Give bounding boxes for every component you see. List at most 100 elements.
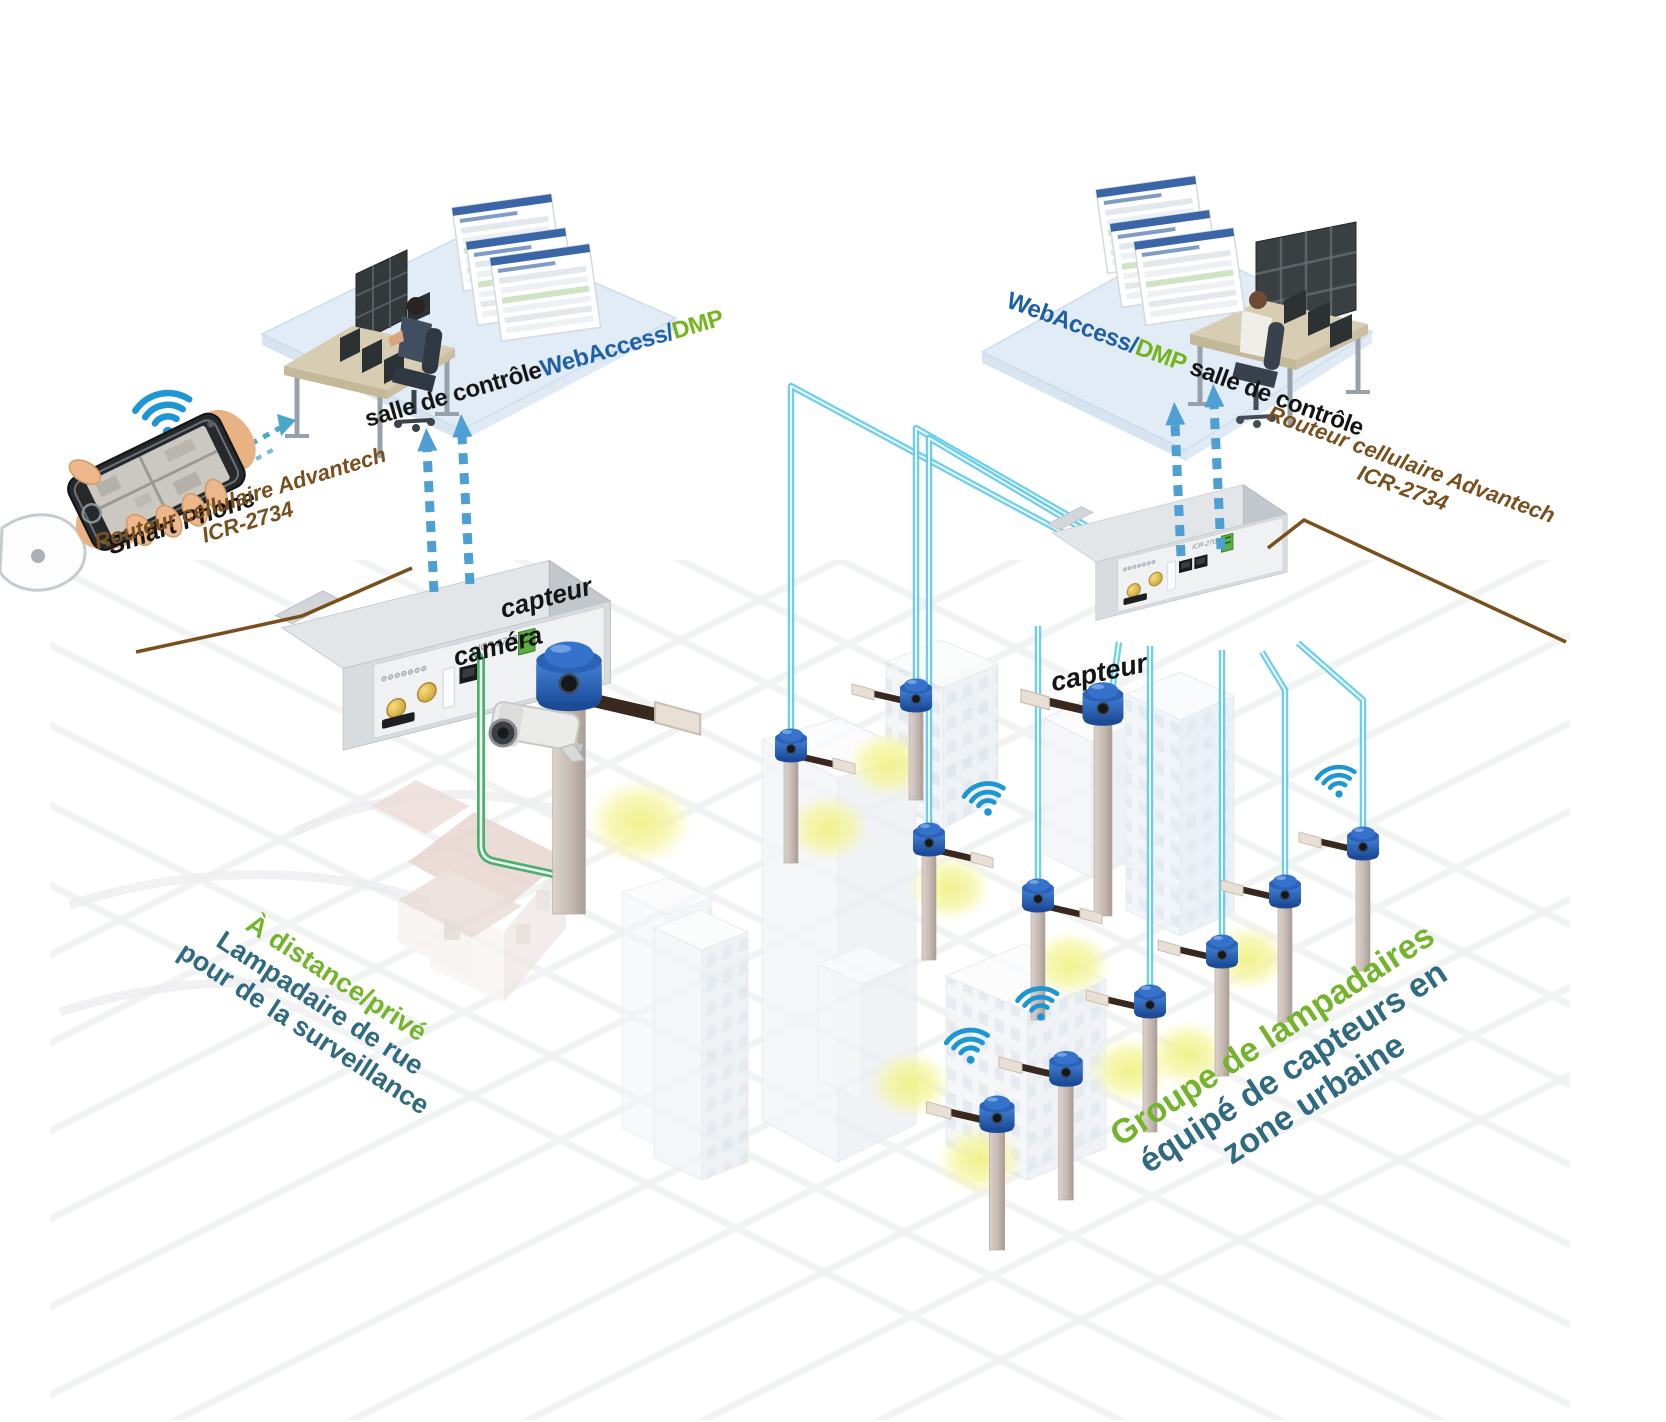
sensor-lens <box>558 673 580 695</box>
led <box>387 674 394 680</box>
uplink-arrow <box>1170 423 1186 557</box>
sim-slot <box>442 666 455 710</box>
sensor-lens <box>1279 889 1291 901</box>
pole <box>1058 1081 1074 1201</box>
light-glow <box>585 777 695 867</box>
lamp-head <box>654 700 702 737</box>
lamp-head <box>1157 939 1181 957</box>
wifi-icon <box>943 1027 991 1064</box>
wifi-icon <box>1314 764 1357 798</box>
lamp-head <box>970 851 994 869</box>
street <box>696 983 1570 1420</box>
street <box>50 560 848 959</box>
lamp-post <box>1022 878 1103 1021</box>
cctv-camera <box>488 701 586 763</box>
lamp-post <box>913 822 994 961</box>
sensor-icon <box>775 728 807 763</box>
app-window <box>489 243 602 343</box>
lamp-post <box>1220 874 1301 1023</box>
smartphone <box>0 409 256 592</box>
router-left-pointer <box>135 566 413 654</box>
light-glow <box>868 1050 952 1118</box>
arrow-head <box>452 414 473 438</box>
sensor-lens <box>1144 999 1156 1011</box>
arrow-head <box>1204 384 1225 408</box>
brand-plate <box>381 712 415 729</box>
sensor-lens <box>785 743 797 755</box>
sensor-icon <box>1049 1051 1083 1087</box>
street <box>50 881 1128 1420</box>
sensor-lens <box>1032 893 1044 905</box>
front-panel: ICR-2700 <box>373 606 605 739</box>
router-right-pointer <box>1266 517 1567 644</box>
app-window <box>1133 227 1246 327</box>
uplink-arrow <box>422 449 439 593</box>
sensor-cable-core <box>790 385 1089 757</box>
lamp-head <box>832 757 856 775</box>
cellular-router: ICR-2700 <box>1046 483 1288 621</box>
cellular-router: ICR-2700 <box>274 559 612 751</box>
light-glow <box>935 1124 1025 1196</box>
pole <box>1030 907 1046 1021</box>
sensor-lens <box>910 693 922 705</box>
led <box>381 675 387 682</box>
led <box>1146 561 1151 566</box>
led <box>1132 564 1137 569</box>
pole <box>989 1127 1005 1251</box>
street <box>832 560 1570 929</box>
sensor-icon <box>1022 878 1054 913</box>
control-room-right <box>980 221 1374 461</box>
lamp-head <box>1020 688 1050 711</box>
sensor-icon <box>913 822 945 857</box>
uplink-arrow <box>457 435 475 585</box>
wifi-icon <box>961 781 1006 816</box>
lamp-head <box>1085 989 1109 1007</box>
uplink-arrows <box>417 384 1226 593</box>
sensor-icon <box>1347 826 1379 861</box>
wifi-icon <box>1015 986 1060 1021</box>
lamp-post <box>1157 934 1238 1077</box>
sensor-lens <box>991 1112 1003 1124</box>
sensor-lens <box>1357 841 1369 853</box>
pole <box>921 851 937 961</box>
sensor-cable-core <box>1261 651 1286 902</box>
lamp-post <box>775 728 856 864</box>
uplink-arrow <box>1209 405 1226 550</box>
antenna-connector <box>416 682 437 703</box>
sensor-cable-core <box>1297 642 1364 854</box>
street <box>872 1071 1570 1420</box>
sensor-lens <box>1060 1067 1072 1078</box>
lamp-head <box>1298 831 1322 849</box>
street <box>520 895 1570 1420</box>
street <box>50 801 1288 1420</box>
led <box>401 670 407 677</box>
lamp-head <box>1220 879 1244 897</box>
sensor-icon <box>979 1095 1015 1133</box>
lamp-post <box>926 1095 1015 1251</box>
led <box>1127 566 1132 570</box>
light-glow <box>1028 930 1112 998</box>
operator <box>388 297 443 432</box>
led <box>1123 567 1127 572</box>
sensor-cable-core <box>928 437 1102 851</box>
lamp-post <box>1020 682 1124 917</box>
antenna-connector <box>1148 571 1163 587</box>
led <box>1137 563 1142 568</box>
mount-bracket <box>1046 506 1094 531</box>
sensor-lens <box>1096 701 1110 716</box>
lamp-head <box>851 683 875 701</box>
building <box>652 909 750 1181</box>
lamp-post <box>851 678 932 801</box>
lamp-head <box>998 1056 1023 1075</box>
lamp-post <box>1085 984 1166 1133</box>
light-glow <box>786 794 870 862</box>
led <box>394 672 400 679</box>
street <box>50 560 1024 1047</box>
monitors <box>1284 290 1352 348</box>
sensor-icon <box>1082 682 1124 726</box>
led <box>407 669 414 675</box>
led <box>1142 562 1146 567</box>
lamp-head <box>1079 907 1103 925</box>
led <box>414 667 420 674</box>
